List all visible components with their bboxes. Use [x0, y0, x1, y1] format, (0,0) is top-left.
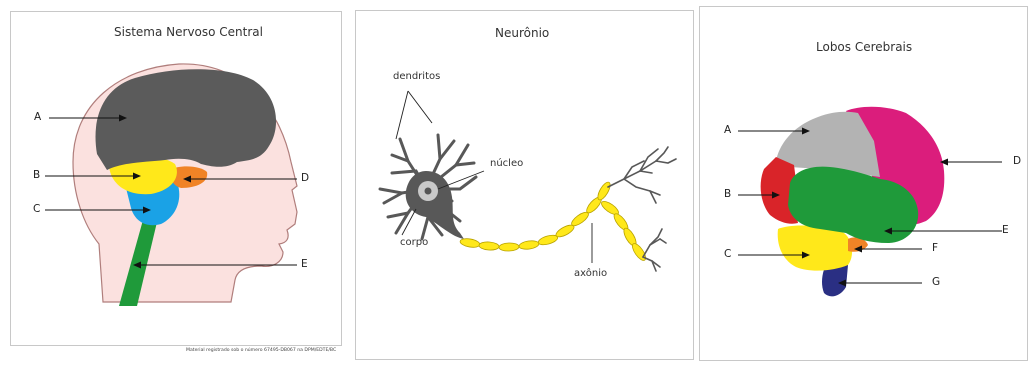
myelin-sheath [459, 180, 648, 262]
cns-label-b: B [33, 169, 40, 181]
label-dendrites: dendritos [393, 71, 440, 82]
label-axon: axônio [574, 268, 607, 279]
neuron-diagram-panel: Neurônio dendritos núcleo corpo axônio [355, 10, 694, 360]
lobe-c-shape [778, 226, 852, 271]
cns-label-e: E [301, 258, 308, 270]
neuron-cell-body [406, 171, 464, 239]
cns-label-c: C [33, 203, 40, 215]
lobe-label-a: A [724, 124, 731, 136]
lobe-label-b: B [724, 188, 731, 200]
lobe-label-f: F [932, 242, 938, 254]
lobe-label-c: C [724, 248, 731, 260]
lobe-label-e: E [1002, 224, 1009, 236]
label-body: corpo [400, 237, 428, 248]
lobes-illustration [700, 7, 1028, 362]
lobes-title: Lobos Cerebrais [816, 40, 912, 54]
lobes-diagram-panel: Lobos Cerebrais A B C D E F G [699, 6, 1028, 361]
lobe-label-g: G [932, 276, 940, 288]
cns-title: Sistema Nervoso Central [114, 25, 263, 39]
neuron-title: Neurônio [495, 26, 549, 40]
lobe-label-d: D [1013, 155, 1021, 167]
cns-label-a: A [34, 111, 41, 123]
cns-footnote: Material registrado sob o número 67495-D… [186, 348, 336, 353]
cns-label-d: D [301, 172, 309, 184]
label-nucleus: núcleo [490, 158, 523, 169]
cns-diagram-panel: Sistema Nervoso Central A B C D E [10, 11, 342, 346]
neuron-illustration [356, 11, 695, 361]
cns-illustration [11, 12, 343, 347]
